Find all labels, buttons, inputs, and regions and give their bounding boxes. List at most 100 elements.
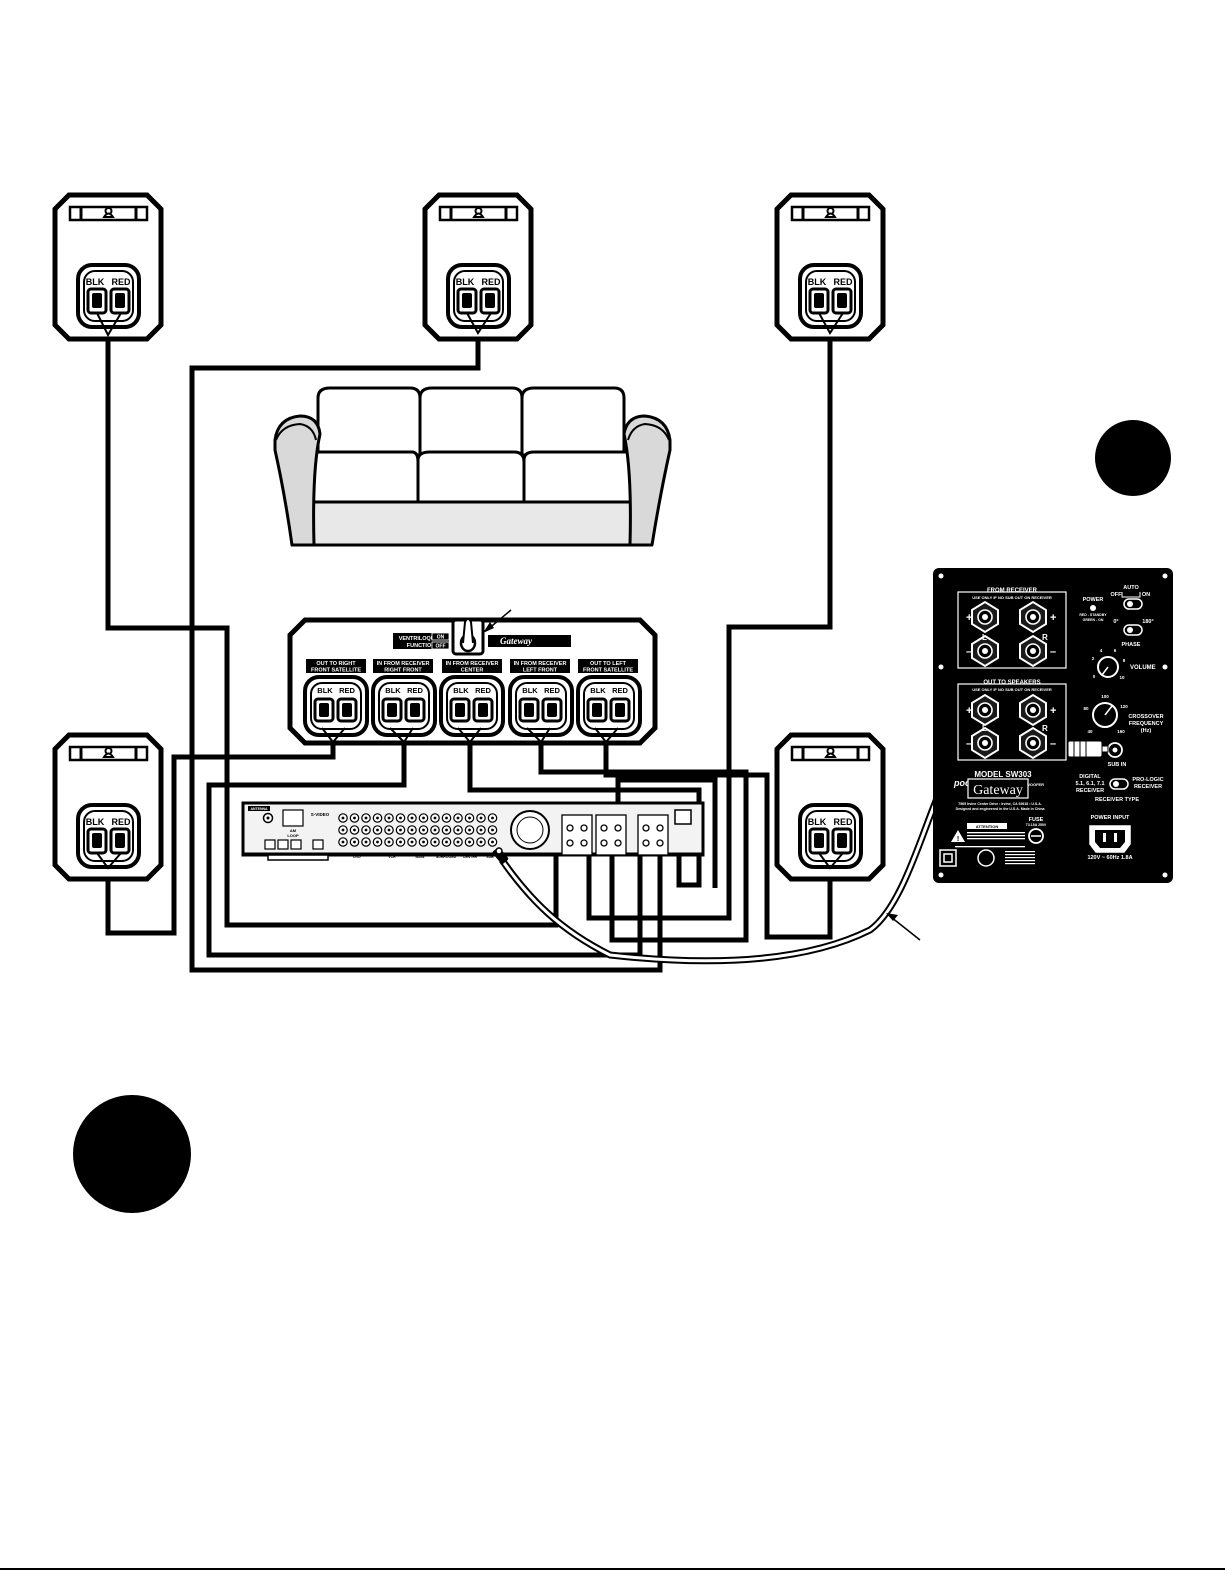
volume-tick: 8 <box>1123 658 1126 663</box>
crossover-tick: 80 <box>1083 706 1089 711</box>
cable-module-right-front <box>206 742 643 958</box>
terminal-label-red: RED <box>481 277 501 287</box>
polarity-minus: – <box>1050 646 1056 658</box>
speaker-front-left: BLK RED <box>55 195 161 339</box>
rca-jack-center <box>353 840 356 844</box>
terminal-label-red: RED <box>544 686 560 695</box>
module-terminal-out-left: BLK RED <box>576 675 642 737</box>
volume-tick: 0 <box>1093 674 1096 679</box>
terminal-label-red: RED <box>612 686 628 695</box>
terminal-label-red: RED <box>111 277 131 287</box>
binding-post <box>971 694 999 726</box>
auto-on-switch[interactable] <box>1123 598 1143 610</box>
address-line: 7565 Irvine Center Drive • Irvine, CA 92… <box>958 802 1041 806</box>
subwoofer-rear-panel: FROM RECEIVER USE ONLY IF NO SUB OUT ON … <box>933 568 1173 883</box>
ventriloquist-toggle-switch[interactable] <box>451 618 485 656</box>
volume-knob[interactable] <box>1097 656 1119 678</box>
page-bottom-rule <box>0 1568 1225 1570</box>
cable-center-speaker <box>189 333 663 973</box>
rca-jack-center <box>376 828 379 832</box>
rca-jack-center <box>456 816 460 820</box>
phase-label: PHASE <box>1122 642 1141 648</box>
cable-module-left-front <box>538 742 749 943</box>
receiver-group-label: SUB <box>486 855 494 859</box>
volume-tick: 10 <box>1119 675 1125 680</box>
speaker-wire-splits <box>96 312 844 870</box>
channel-right: R <box>1042 633 1048 642</box>
receiver-rca-jacks <box>338 813 498 847</box>
crossover-tick: 120 <box>1120 704 1128 709</box>
terminal-label-red: RED <box>339 686 355 695</box>
phase-switch[interactable] <box>1123 624 1143 636</box>
speaker-front-right: BLK RED <box>777 195 883 339</box>
module-terminal-label: RIGHT FRONT <box>384 668 422 674</box>
module-terminal-label: LEFT FRONT <box>523 668 558 674</box>
terminal-label-blk: BLK <box>86 277 105 287</box>
crossover-tick: 160 <box>1117 729 1125 734</box>
polarity-minus: – <box>1050 738 1056 750</box>
warning-text-lines <box>955 832 1025 848</box>
module-terminal-in-right-front: BLK RED <box>371 675 437 737</box>
polarity-plus: + <box>966 612 972 624</box>
receiver-type-prologic: RECEIVER <box>1134 784 1162 790</box>
binding-post <box>971 601 999 633</box>
crossover-scale: 40 80 100 120 160 <box>1083 694 1128 734</box>
module-brand-plate <box>488 635 571 647</box>
terminal-label-red: RED <box>833 817 853 827</box>
polarity-minus: – <box>966 646 972 658</box>
binding-post <box>1019 601 1047 633</box>
power-note: GREEN - ON <box>1083 618 1104 622</box>
warning-icon <box>951 830 965 842</box>
speaker-cables <box>105 333 833 973</box>
speaker-surround-right: BLK RED <box>777 735 883 879</box>
module-terminal-label: IN FROM RECEIVER <box>377 661 430 667</box>
crossover-label: CROSSOVER <box>1128 714 1163 720</box>
crossover-knob[interactable] <box>1092 702 1118 728</box>
receiver-loop-label: LOOP <box>287 833 299 838</box>
receiver-am-label: AM <box>290 828 297 833</box>
rca-jack-center <box>399 828 402 832</box>
receiver-type-digital: 5.1, 6.1, 7.1 <box>1075 781 1104 787</box>
rca-jack-center <box>364 828 368 832</box>
fuse-holder[interactable] <box>1028 828 1044 844</box>
rca-jack-center <box>341 840 345 844</box>
power-rating: 120V ~ 60Hz 1.8A <box>1087 855 1132 861</box>
terminal-label-blk: BLK <box>385 686 401 695</box>
receiver-speaker-terminals <box>561 814 669 856</box>
rca-jack-center <box>491 828 494 832</box>
terminal-label-blk: BLK <box>808 277 827 287</box>
rca-jack-center <box>433 828 437 832</box>
module-terminal-in-left-front: BLK RED <box>508 675 574 737</box>
rca-jack-center <box>433 840 437 844</box>
module-brand: Gateway <box>500 636 533 646</box>
polarity-minus: – <box>966 738 972 750</box>
phase-180-label: 180° <box>1142 619 1153 625</box>
receiver-sub-out-plug <box>492 847 509 864</box>
channel-left: L <box>982 724 987 733</box>
rca-jack-center <box>479 840 483 844</box>
model-number: MODEL SW303 <box>974 770 1032 779</box>
volume-tick: 4 <box>1100 648 1103 653</box>
caution-text-lines <box>1005 851 1035 865</box>
module-terminal-label: OUT TO LEFT <box>590 661 627 667</box>
rca-jack-center <box>353 828 356 832</box>
rca-jack-center <box>387 816 391 820</box>
rca-jack-center <box>456 840 460 844</box>
rca-jack-center <box>468 828 471 832</box>
rca-jack-center <box>376 840 379 844</box>
power-inlet[interactable] <box>1089 825 1131 853</box>
module-terminal-in-center: BLK RED <box>439 675 505 737</box>
rca-jack-center <box>433 816 437 820</box>
channel-right: R <box>1042 724 1048 733</box>
module-terminal-labels: OUT TO RIGHT FRONT SATELLITE IN FROM REC… <box>306 659 638 674</box>
rca-jack-center <box>422 840 425 844</box>
module-terminal-label: IN FROM RECEIVER <box>446 661 499 667</box>
crossover-label: FREQUENCY <box>1129 721 1164 727</box>
step-marker-circle <box>73 1095 191 1213</box>
receiver-type-digital: RECEIVER <box>1076 788 1104 794</box>
rca-jack-center <box>341 816 345 820</box>
switch-label-line1: VENTRILOQUIST <box>399 636 444 642</box>
receiver-type-switch[interactable] <box>1109 778 1129 790</box>
receiver-antenna-label: ANTENNA <box>250 807 268 811</box>
receiver-group-label: DVD <box>353 855 361 859</box>
